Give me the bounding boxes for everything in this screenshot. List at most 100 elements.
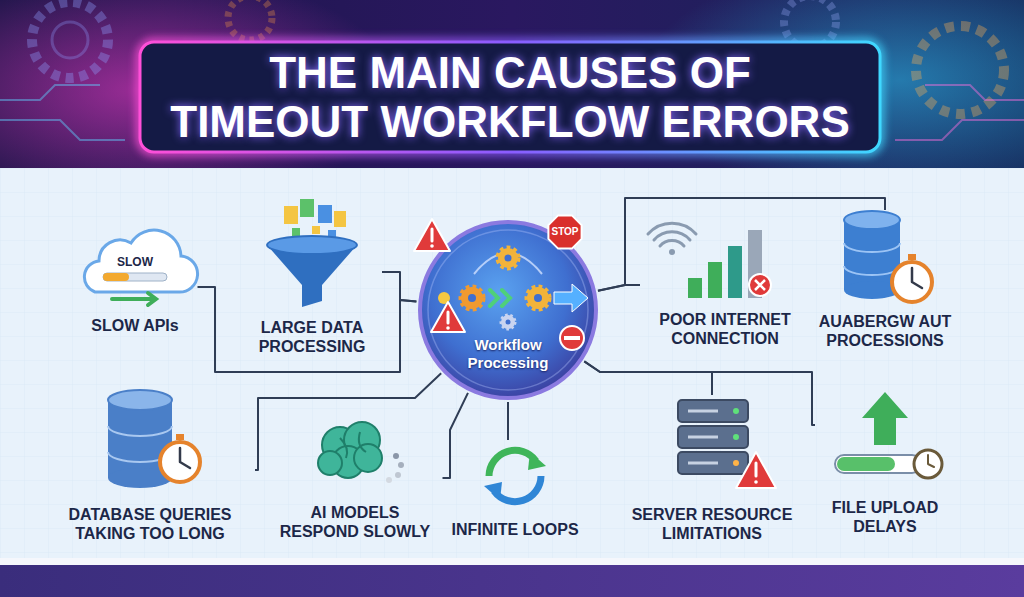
wifi-icon	[648, 223, 696, 246]
cause-item: SERVER RESOURCE LIMITATIONS	[617, 395, 807, 547]
brain-icon	[318, 451, 342, 475]
title-holder: THE MAIN CAUSES OF TIMEOUT WORKFLOW ERRO…	[140, 42, 880, 152]
cause-label: AUABERGW AUT PROCESSIONS	[805, 312, 965, 350]
gear-hole	[534, 294, 542, 302]
circuit-line	[895, 85, 1024, 140]
warning-mark	[430, 244, 434, 248]
brain-fold	[340, 432, 366, 458]
document-icon	[318, 205, 332, 223]
gear-icon	[527, 287, 549, 309]
connector-line	[584, 361, 712, 395]
spinner-dot	[393, 453, 399, 459]
gear-icon	[461, 287, 483, 309]
panel-grid	[0, 168, 1024, 558]
title-box	[140, 42, 880, 152]
stopwatch-crown	[908, 254, 916, 260]
cause-item: FILE UPLOAD DELAYS	[815, 390, 955, 540]
progress-bar	[103, 273, 167, 281]
upload-arrow	[862, 392, 908, 445]
signal-bar	[728, 246, 742, 298]
connector-line	[255, 373, 441, 470]
cause-label: FILE UPLOAD DELAYS	[820, 498, 950, 536]
cause-label: POOR INTERNET CONNECTION	[645, 310, 805, 348]
spinner-dot	[398, 462, 404, 468]
database-top	[844, 211, 900, 229]
gear-hole	[506, 320, 511, 325]
flow-chevron	[490, 290, 510, 306]
spinner-dot	[395, 472, 401, 478]
document-icon	[334, 211, 346, 227]
stopwatch-hands	[912, 268, 922, 288]
circuit-line	[0, 85, 125, 140]
icon-text: SLOW	[117, 256, 153, 268]
connector-line	[507, 402, 509, 440]
cause-label: LARGE DATA PROCESSING	[247, 318, 377, 356]
progress-fill	[103, 273, 129, 281]
warning-mark	[431, 229, 434, 241]
cause-label: SERVER RESOURCE LIMITATIONS	[622, 505, 802, 543]
clock-hands	[928, 455, 934, 467]
footer-band	[0, 565, 1024, 597]
warning-mark	[446, 326, 450, 330]
cause-label: INFINITE LOOPS	[451, 520, 578, 539]
cause-label: SLOW APIs	[91, 316, 178, 335]
stopwatch-icon	[892, 262, 932, 302]
stopwatch-crown	[176, 434, 184, 440]
warning-icon	[414, 219, 450, 251]
cause-item: SLOW APIs	[73, 238, 198, 339]
signal-bar	[708, 262, 722, 298]
gear-hole	[468, 294, 476, 302]
cloud-icon	[84, 230, 197, 292]
connector-line	[198, 287, 417, 372]
warning-icon	[431, 302, 465, 332]
connector-line	[584, 361, 815, 425]
loop-arrowhead	[528, 452, 546, 470]
funnel-rim	[267, 236, 357, 254]
cause-item: LARGE DATA PROCESSING	[242, 198, 382, 360]
connector-line	[598, 198, 885, 291]
cause-item: AI MODELS RESPOND SLOWLY	[268, 415, 443, 545]
deco-gear	[32, 2, 108, 78]
server-led	[733, 434, 739, 440]
cause-item: POOR INTERNET CONNECTION	[640, 222, 810, 352]
sign-text: STOP	[551, 227, 578, 237]
process-label: Workflow Processing	[446, 336, 570, 372]
stopwatch-hands	[180, 448, 190, 468]
no-entry-bar	[564, 336, 580, 340]
data-bit	[312, 226, 320, 234]
footer-line	[0, 558, 1024, 566]
progress-fill	[837, 457, 895, 471]
gear-hole	[505, 255, 512, 262]
connector-line	[382, 272, 416, 302]
document-icon	[284, 206, 298, 224]
server-slot	[688, 411, 718, 463]
panel	[0, 168, 1024, 558]
deco-gear	[52, 22, 88, 58]
title-glow	[140, 42, 880, 152]
server-led	[733, 408, 739, 414]
cause-item: AUABERGW AUT PROCESSIONS	[800, 210, 970, 354]
stopwatch-icon	[160, 442, 200, 482]
spinner-dot	[386, 477, 392, 483]
cause-item: INFINITE LOOPS	[446, 440, 583, 543]
loop-arrowhead	[484, 482, 502, 500]
gear-icon	[501, 315, 515, 329]
cause-item: DATABASE QUERIES TAKING TOO LONG	[45, 390, 255, 547]
progress-bar	[835, 455, 921, 473]
warning-icon	[736, 452, 776, 488]
wifi-dot	[669, 249, 675, 255]
server-led	[733, 460, 739, 466]
signal-bar	[688, 278, 702, 298]
data-bit	[292, 228, 300, 236]
database-band	[844, 243, 900, 275]
title: THE MAIN CAUSES OF TIMEOUT WORKFLOW ERRO…	[145, 48, 875, 147]
warning-mark	[755, 463, 758, 476]
error-badge	[749, 274, 771, 296]
document-icon	[300, 199, 314, 217]
database-top	[108, 390, 172, 410]
deco-gear	[228, 0, 272, 40]
gear-icon	[498, 248, 518, 268]
arrow-icon	[112, 293, 156, 305]
stop-sign	[548, 215, 581, 248]
